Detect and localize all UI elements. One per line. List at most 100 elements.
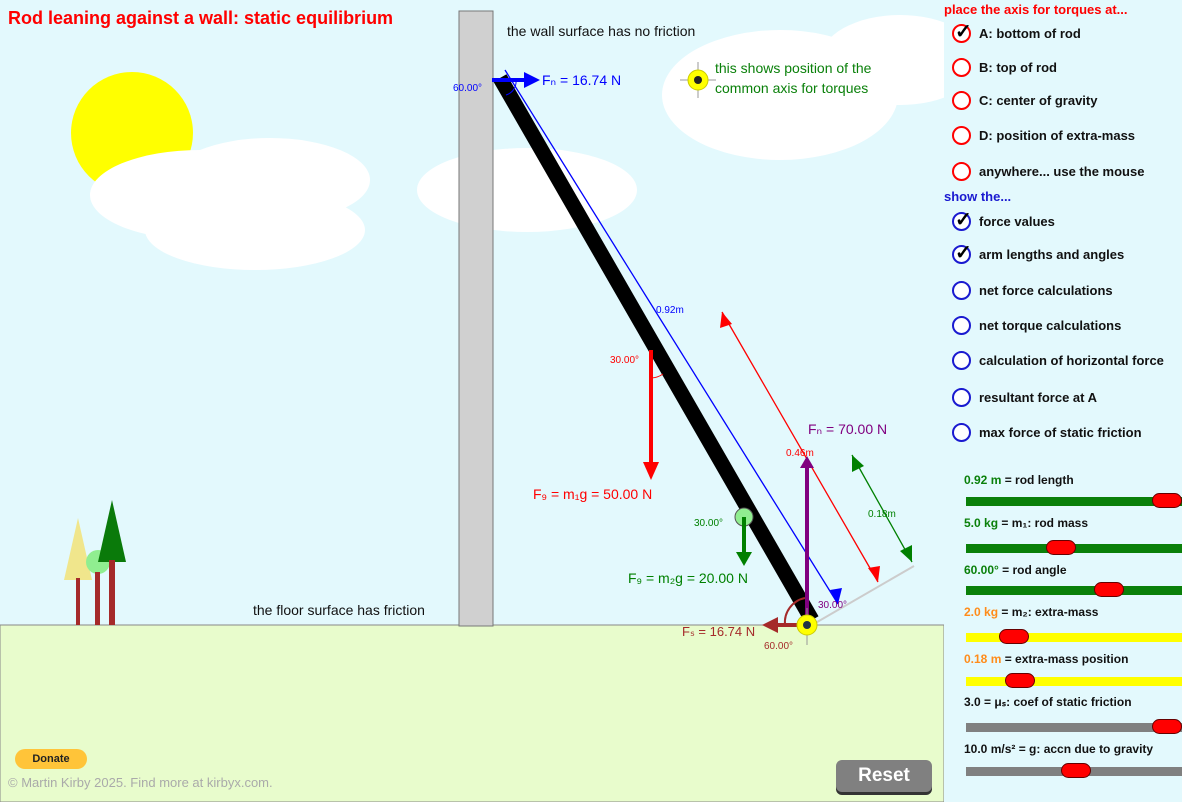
option-label: calculation of horizontal force <box>979 353 1164 368</box>
control-panel: place the axis for torques at... ✓A: bot… <box>944 0 1182 802</box>
show-option[interactable]: net force calculations <box>952 281 1113 300</box>
trees <box>64 500 126 625</box>
reset-button[interactable]: Reset <box>836 760 932 792</box>
rod-length-label: 0.92m <box>656 305 684 316</box>
cg-angle-label: 30.00° <box>610 355 639 366</box>
checked-radio-icon[interactable]: ✓ <box>952 21 972 43</box>
slider-thumb[interactable] <box>1093 582 1124 597</box>
torque-axis-marker[interactable] <box>796 608 818 645</box>
unchecked-radio-icon[interactable] <box>952 58 971 77</box>
friction-force-arrow <box>762 617 778 633</box>
slider-track[interactable] <box>966 719 1182 734</box>
bottom-angle-label: 30.00° <box>818 600 847 611</box>
option-label: net force calculations <box>979 283 1113 298</box>
slider-caption: = μₛ: coef of static friction <box>980 695 1132 709</box>
slider-caption: = m₁: rod mass <box>998 516 1089 530</box>
slider-value: 5.0 kg <box>964 516 999 530</box>
rod[interactable] <box>493 74 819 624</box>
mass-position-arm <box>851 454 913 563</box>
unchecked-radio-icon[interactable] <box>952 162 971 181</box>
check-icon: ✓ <box>955 209 972 231</box>
slider-thumb[interactable] <box>1061 763 1092 778</box>
slider-caption: = rod angle <box>998 563 1067 577</box>
slider-label: 60.00° = rod angle <box>964 563 1067 577</box>
slider-track[interactable] <box>966 493 1182 508</box>
slider-label: 0.92 m = rod length <box>964 473 1074 487</box>
show-option[interactable]: ✓ arm lengths and angles <box>952 242 1125 264</box>
slider-track[interactable] <box>966 763 1182 778</box>
donate-button[interactable]: Donate <box>15 749 87 769</box>
slider-value: 3.0 <box>964 695 981 709</box>
unchecked-radio-icon[interactable] <box>952 423 971 442</box>
extra-mass-weight-arrow <box>736 552 752 566</box>
top-angle-label: 60.00° <box>453 83 482 94</box>
slider-caption: = g: accn due to gravity <box>1015 742 1154 756</box>
unchecked-radio-icon[interactable] <box>952 351 971 370</box>
option-label: max force of static friction <box>979 425 1142 440</box>
axis-option[interactable]: anywhere... use the mouse <box>952 162 1144 181</box>
slider-thumb[interactable] <box>1151 719 1182 734</box>
floor <box>0 624 944 802</box>
slider-thumb[interactable] <box>1005 673 1035 688</box>
floor-note: the floor surface has friction <box>253 602 425 618</box>
show-option[interactable]: ✓ force values <box>952 209 1055 231</box>
unchecked-radio-icon[interactable] <box>952 388 971 407</box>
axis-option[interactable]: B: top of rod <box>952 58 1057 77</box>
option-label: resultant force at A <box>979 390 1097 405</box>
checked-radio-icon[interactable]: ✓ <box>952 242 972 264</box>
wall-normal-force-label: Fₙ = 16.74 N <box>542 72 621 88</box>
axis-option[interactable]: D: position of extra-mass <box>952 126 1135 145</box>
show-header: show the... <box>944 189 1012 204</box>
slider-track[interactable] <box>966 582 1182 597</box>
slider-thumb[interactable] <box>998 629 1029 644</box>
option-label: arm lengths and angles <box>979 247 1125 262</box>
axis-note-line1: this shows position of the <box>715 60 872 76</box>
unchecked-radio-icon[interactable] <box>952 281 971 300</box>
axis-option[interactable]: ✓A: bottom of rod <box>952 21 1081 43</box>
slider-track[interactable] <box>966 540 1182 555</box>
show-option[interactable]: resultant force at A <box>952 388 1097 407</box>
show-option[interactable]: calculation of horizontal force <box>952 351 1164 370</box>
slider-value: 10.0 m/s² <box>964 742 1016 756</box>
wall <box>458 10 494 627</box>
axis-note-line2: common axis for torques <box>715 80 868 96</box>
extra-mass-angle-label: 30.00° <box>694 518 723 529</box>
slider-label: 10.0 m/s² = g: accn due to gravity <box>964 742 1153 756</box>
axis-option[interactable]: C: center of gravity <box>952 91 1097 110</box>
slider-thumb[interactable] <box>1046 540 1077 555</box>
simulation-canvas[interactable]: the wall surface has no friction the flo… <box>0 0 944 802</box>
slider-caption: = extra-mass position <box>1001 652 1129 666</box>
check-icon: ✓ <box>955 242 972 264</box>
copyright: © Martin Kirby 2025. Find more at kirbyx… <box>8 775 273 790</box>
mass-position-label: 0.18m <box>868 509 896 520</box>
unchecked-radio-icon[interactable] <box>952 126 971 145</box>
option-label: force values <box>979 214 1055 229</box>
check-icon: ✓ <box>955 21 972 43</box>
option-label: C: center of gravity <box>979 93 1098 108</box>
slider-track[interactable] <box>966 629 1182 644</box>
extra-mass-weight-label: F₉ = m₂g = 20.00 N <box>628 570 748 586</box>
wall-note: the wall surface has no friction <box>507 23 695 39</box>
checked-radio-icon[interactable]: ✓ <box>952 209 972 231</box>
slider-value: 0.92 m <box>964 473 1002 487</box>
axis-header: place the axis for torques at... <box>944 2 1128 17</box>
slider-caption: = m₂: extra-mass <box>998 605 1099 619</box>
half-length-arm <box>721 311 879 583</box>
floor-angle-label: 60.00° <box>764 641 793 652</box>
rod-weight-label: F₉ = m₁g = 50.00 N <box>533 486 652 502</box>
slider-thumb[interactable] <box>1151 493 1182 508</box>
unchecked-radio-icon[interactable] <box>952 316 971 335</box>
slider-track[interactable] <box>966 673 1182 688</box>
slider-label: 3.0 = μₛ: coef of static friction <box>964 695 1132 709</box>
floor-normal-force-label: Fₙ = 70.00 N <box>808 421 887 437</box>
show-option[interactable]: max force of static friction <box>952 423 1142 442</box>
show-option[interactable]: net torque calculations <box>952 316 1121 335</box>
option-label: net torque calculations <box>979 318 1122 333</box>
wall-normal-force-arrow <box>524 72 540 88</box>
floor-normal-force-arrow <box>800 456 814 468</box>
option-label: B: top of rod <box>979 60 1057 75</box>
slider-value: 60.00° <box>964 563 999 577</box>
unchecked-radio-icon[interactable] <box>952 91 971 110</box>
slider-label: 0.18 m = extra-mass position <box>964 652 1128 666</box>
slider-value: 0.18 m <box>964 652 1002 666</box>
